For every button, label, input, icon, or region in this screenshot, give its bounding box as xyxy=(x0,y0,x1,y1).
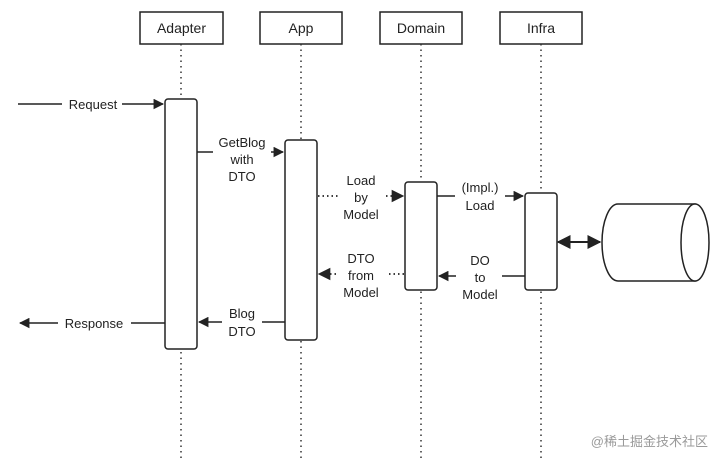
message-load-by-model-line2: by xyxy=(354,190,368,205)
message-getblog-line3: DTO xyxy=(228,169,255,184)
message-impl-load: (Impl.) Load xyxy=(437,180,525,213)
message-load-by-model-line1: Load xyxy=(347,173,376,188)
message-load-by-model: Load by Model xyxy=(318,173,405,222)
activation-infra xyxy=(524,192,558,291)
message-dto-from-model-line3: Model xyxy=(343,285,379,300)
message-do-to-model-line3: Model xyxy=(462,287,498,302)
message-getblog: GetBlog with DTO xyxy=(197,131,285,184)
message-impl-load-line1: (Impl.) xyxy=(462,180,499,195)
message-getblog-line1: GetBlog xyxy=(219,135,266,150)
watermark-text: @稀土掘金技术社区 xyxy=(591,434,708,449)
message-do-to-model: DO to Model xyxy=(437,253,525,302)
participant-domain: Domain xyxy=(379,11,463,45)
activation-adapter xyxy=(164,98,198,350)
message-getblog-line2: with xyxy=(229,152,253,167)
message-blog-dto-line1: Blog xyxy=(229,306,255,321)
message-dto-from-model-line2: from xyxy=(348,268,374,283)
message-dto-from-model-line1: DTO xyxy=(347,251,374,266)
message-request: Request xyxy=(18,97,165,112)
message-do-to-model-line1: DO xyxy=(470,253,490,268)
activation-app xyxy=(284,139,318,341)
message-do-to-model-line2: to xyxy=(475,270,486,285)
participant-app-label: App xyxy=(289,20,314,36)
participant-infra-label: Infra xyxy=(527,20,555,36)
message-load-by-model-line3: Model xyxy=(343,207,379,222)
message-impl-load-line2: Load xyxy=(466,198,495,213)
message-response: Response xyxy=(18,316,165,331)
message-dto-from-model: DTO from Model xyxy=(317,251,404,300)
participant-infra: Infra xyxy=(499,11,583,45)
database-icon xyxy=(601,203,710,282)
message-request-label: Request xyxy=(69,97,118,112)
participant-domain-label: Domain xyxy=(397,20,445,36)
message-blog-dto-line2: DTO xyxy=(228,324,255,339)
participant-adapter-label: Adapter xyxy=(157,20,206,36)
message-response-label: Response xyxy=(65,316,124,331)
participant-app: App xyxy=(259,11,343,45)
activation-domain xyxy=(404,181,438,291)
message-blog-dto: Blog DTO xyxy=(197,306,285,339)
participant-adapter: Adapter xyxy=(139,11,224,45)
